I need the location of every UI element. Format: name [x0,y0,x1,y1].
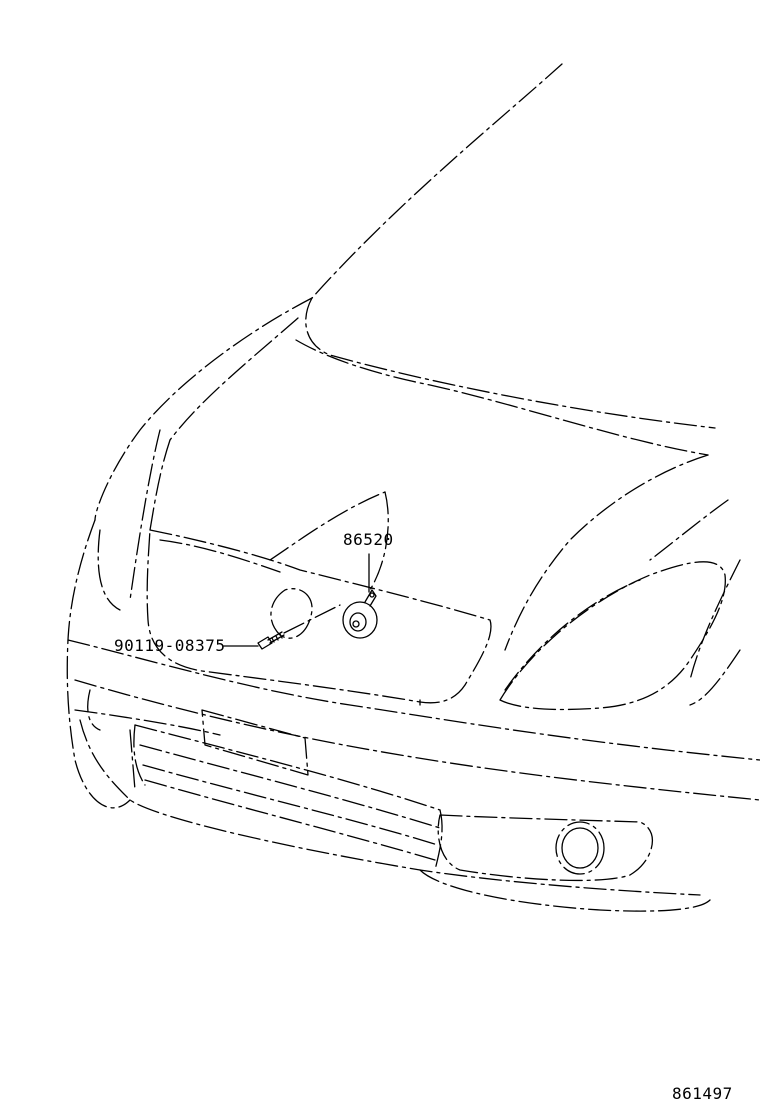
right-headlamp [499,561,726,711]
hood-outline [94,63,716,651]
fog-lamp [437,814,653,882]
license-plate-recess [201,709,309,776]
horn [342,589,378,639]
headlamp-detail [270,588,313,639]
illustration-number: 861497 [672,1084,733,1103]
body-sides [66,499,741,809]
leader-lines [223,553,370,647]
lower-grille [133,724,443,871]
bolt [257,604,341,650]
bolt-part-number: 90119-08375 [114,636,226,655]
bumper [67,639,760,912]
horn-part-number: 86520 [343,530,394,549]
left-headlamp [146,491,492,706]
